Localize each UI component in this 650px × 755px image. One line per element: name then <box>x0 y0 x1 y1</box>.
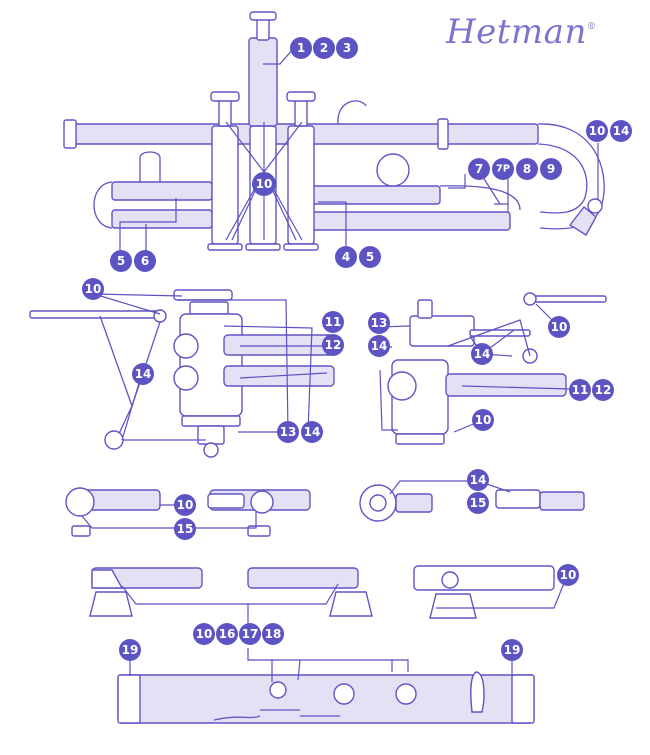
callout-14: 14 <box>610 120 632 142</box>
leader-lines <box>81 48 599 682</box>
brand-logo: Hetman® <box>446 12 596 52</box>
slide-stop-center <box>247 567 373 617</box>
callout-1: 1 <box>290 37 312 59</box>
callout-label: 19 <box>122 643 139 657</box>
callout-14: 14 <box>467 469 489 491</box>
callout-3: 3 <box>336 37 358 59</box>
callout-4: 4 <box>335 246 357 268</box>
callout-label: 12 <box>595 383 612 397</box>
callout-label: 5 <box>117 254 125 268</box>
callout-label: 14 <box>613 124 630 138</box>
callout-label: 15 <box>470 496 487 510</box>
callout-label: 19 <box>504 643 521 657</box>
callout-10: 10 <box>586 120 608 142</box>
callout-2: 2 <box>313 37 335 59</box>
callout-12: 12 <box>322 334 344 356</box>
woodwind-body <box>117 671 535 724</box>
callout-label: 10 <box>560 568 577 582</box>
callout-label: 10 <box>196 627 213 641</box>
callout-10: 10 <box>82 278 104 300</box>
callout-label: 2 <box>320 41 328 55</box>
callout-11: 11 <box>322 311 344 333</box>
callout-7P: 7P <box>492 158 514 180</box>
callout-label: 10 <box>589 124 606 138</box>
callout-label: 10 <box>551 320 568 334</box>
callout-5: 5 <box>110 250 132 272</box>
callout-label: 9 <box>547 162 555 176</box>
slide-stop-left <box>89 567 203 617</box>
callout-label: 7P <box>496 164 510 175</box>
callout-label: 11 <box>325 315 342 329</box>
callout-label: 14 <box>474 347 491 361</box>
callout-14: 14 <box>301 421 323 443</box>
callout-label: 5 <box>366 250 374 264</box>
water-key-left <box>65 487 311 537</box>
trumpet-drawing <box>63 11 605 251</box>
callout-label: 10 <box>256 177 273 191</box>
callout-label: 17 <box>242 627 259 641</box>
callout-14: 14 <box>471 343 493 365</box>
rotary-valve-left <box>29 289 335 458</box>
callout-label: 16 <box>219 627 236 641</box>
callout-19: 19 <box>119 639 141 661</box>
callout-6: 6 <box>134 250 156 272</box>
callout-label: 14 <box>371 339 388 353</box>
callout-label: 7 <box>475 162 483 176</box>
registered-mark: ® <box>586 21 597 32</box>
callout-9: 9 <box>540 158 562 180</box>
callout-7: 7 <box>468 158 490 180</box>
callout-10: 10 <box>548 316 570 338</box>
callout-label: 13 <box>371 316 388 330</box>
callout-15: 15 <box>467 492 489 514</box>
callout-13: 13 <box>277 421 299 443</box>
callout-11: 11 <box>569 379 591 401</box>
callout-10: 10 <box>472 409 494 431</box>
callout-label: 14 <box>135 367 152 381</box>
callout-label: 14 <box>304 425 321 439</box>
callout-17: 17 <box>239 623 261 645</box>
callout-19: 19 <box>501 639 523 661</box>
callout-16: 16 <box>216 623 238 645</box>
callout-label: 13 <box>280 425 297 439</box>
callout-label: 15 <box>177 522 194 536</box>
callout-label: 11 <box>572 383 589 397</box>
water-key-right <box>359 484 585 522</box>
callout-label: 8 <box>523 162 531 176</box>
callout-12: 12 <box>592 379 614 401</box>
callout-14: 14 <box>368 335 390 357</box>
callout-13: 13 <box>368 312 390 334</box>
callout-8: 8 <box>516 158 538 180</box>
callout-label: 4 <box>342 250 350 264</box>
callout-label: 6 <box>141 254 149 268</box>
callout-5: 5 <box>359 246 381 268</box>
callout-label: 10 <box>85 282 102 296</box>
callout-label: 14 <box>470 473 487 487</box>
callout-10: 10 <box>252 172 276 196</box>
slide-stop-right <box>413 565 555 619</box>
callout-14: 14 <box>132 363 154 385</box>
callout-label: 10 <box>475 413 492 427</box>
callout-10: 10 <box>193 623 215 645</box>
callout-10: 10 <box>174 494 196 516</box>
rotary-valve-right <box>387 292 607 445</box>
callout-label: 12 <box>325 338 342 352</box>
callout-label: 3 <box>343 41 351 55</box>
callout-label: 1 <box>297 41 305 55</box>
callout-label: 18 <box>265 627 282 641</box>
callout-label: 10 <box>177 498 194 512</box>
callout-10: 10 <box>557 564 579 586</box>
brand-name: Hetman <box>446 12 587 52</box>
callout-18: 18 <box>262 623 284 645</box>
callout-15: 15 <box>174 518 196 540</box>
